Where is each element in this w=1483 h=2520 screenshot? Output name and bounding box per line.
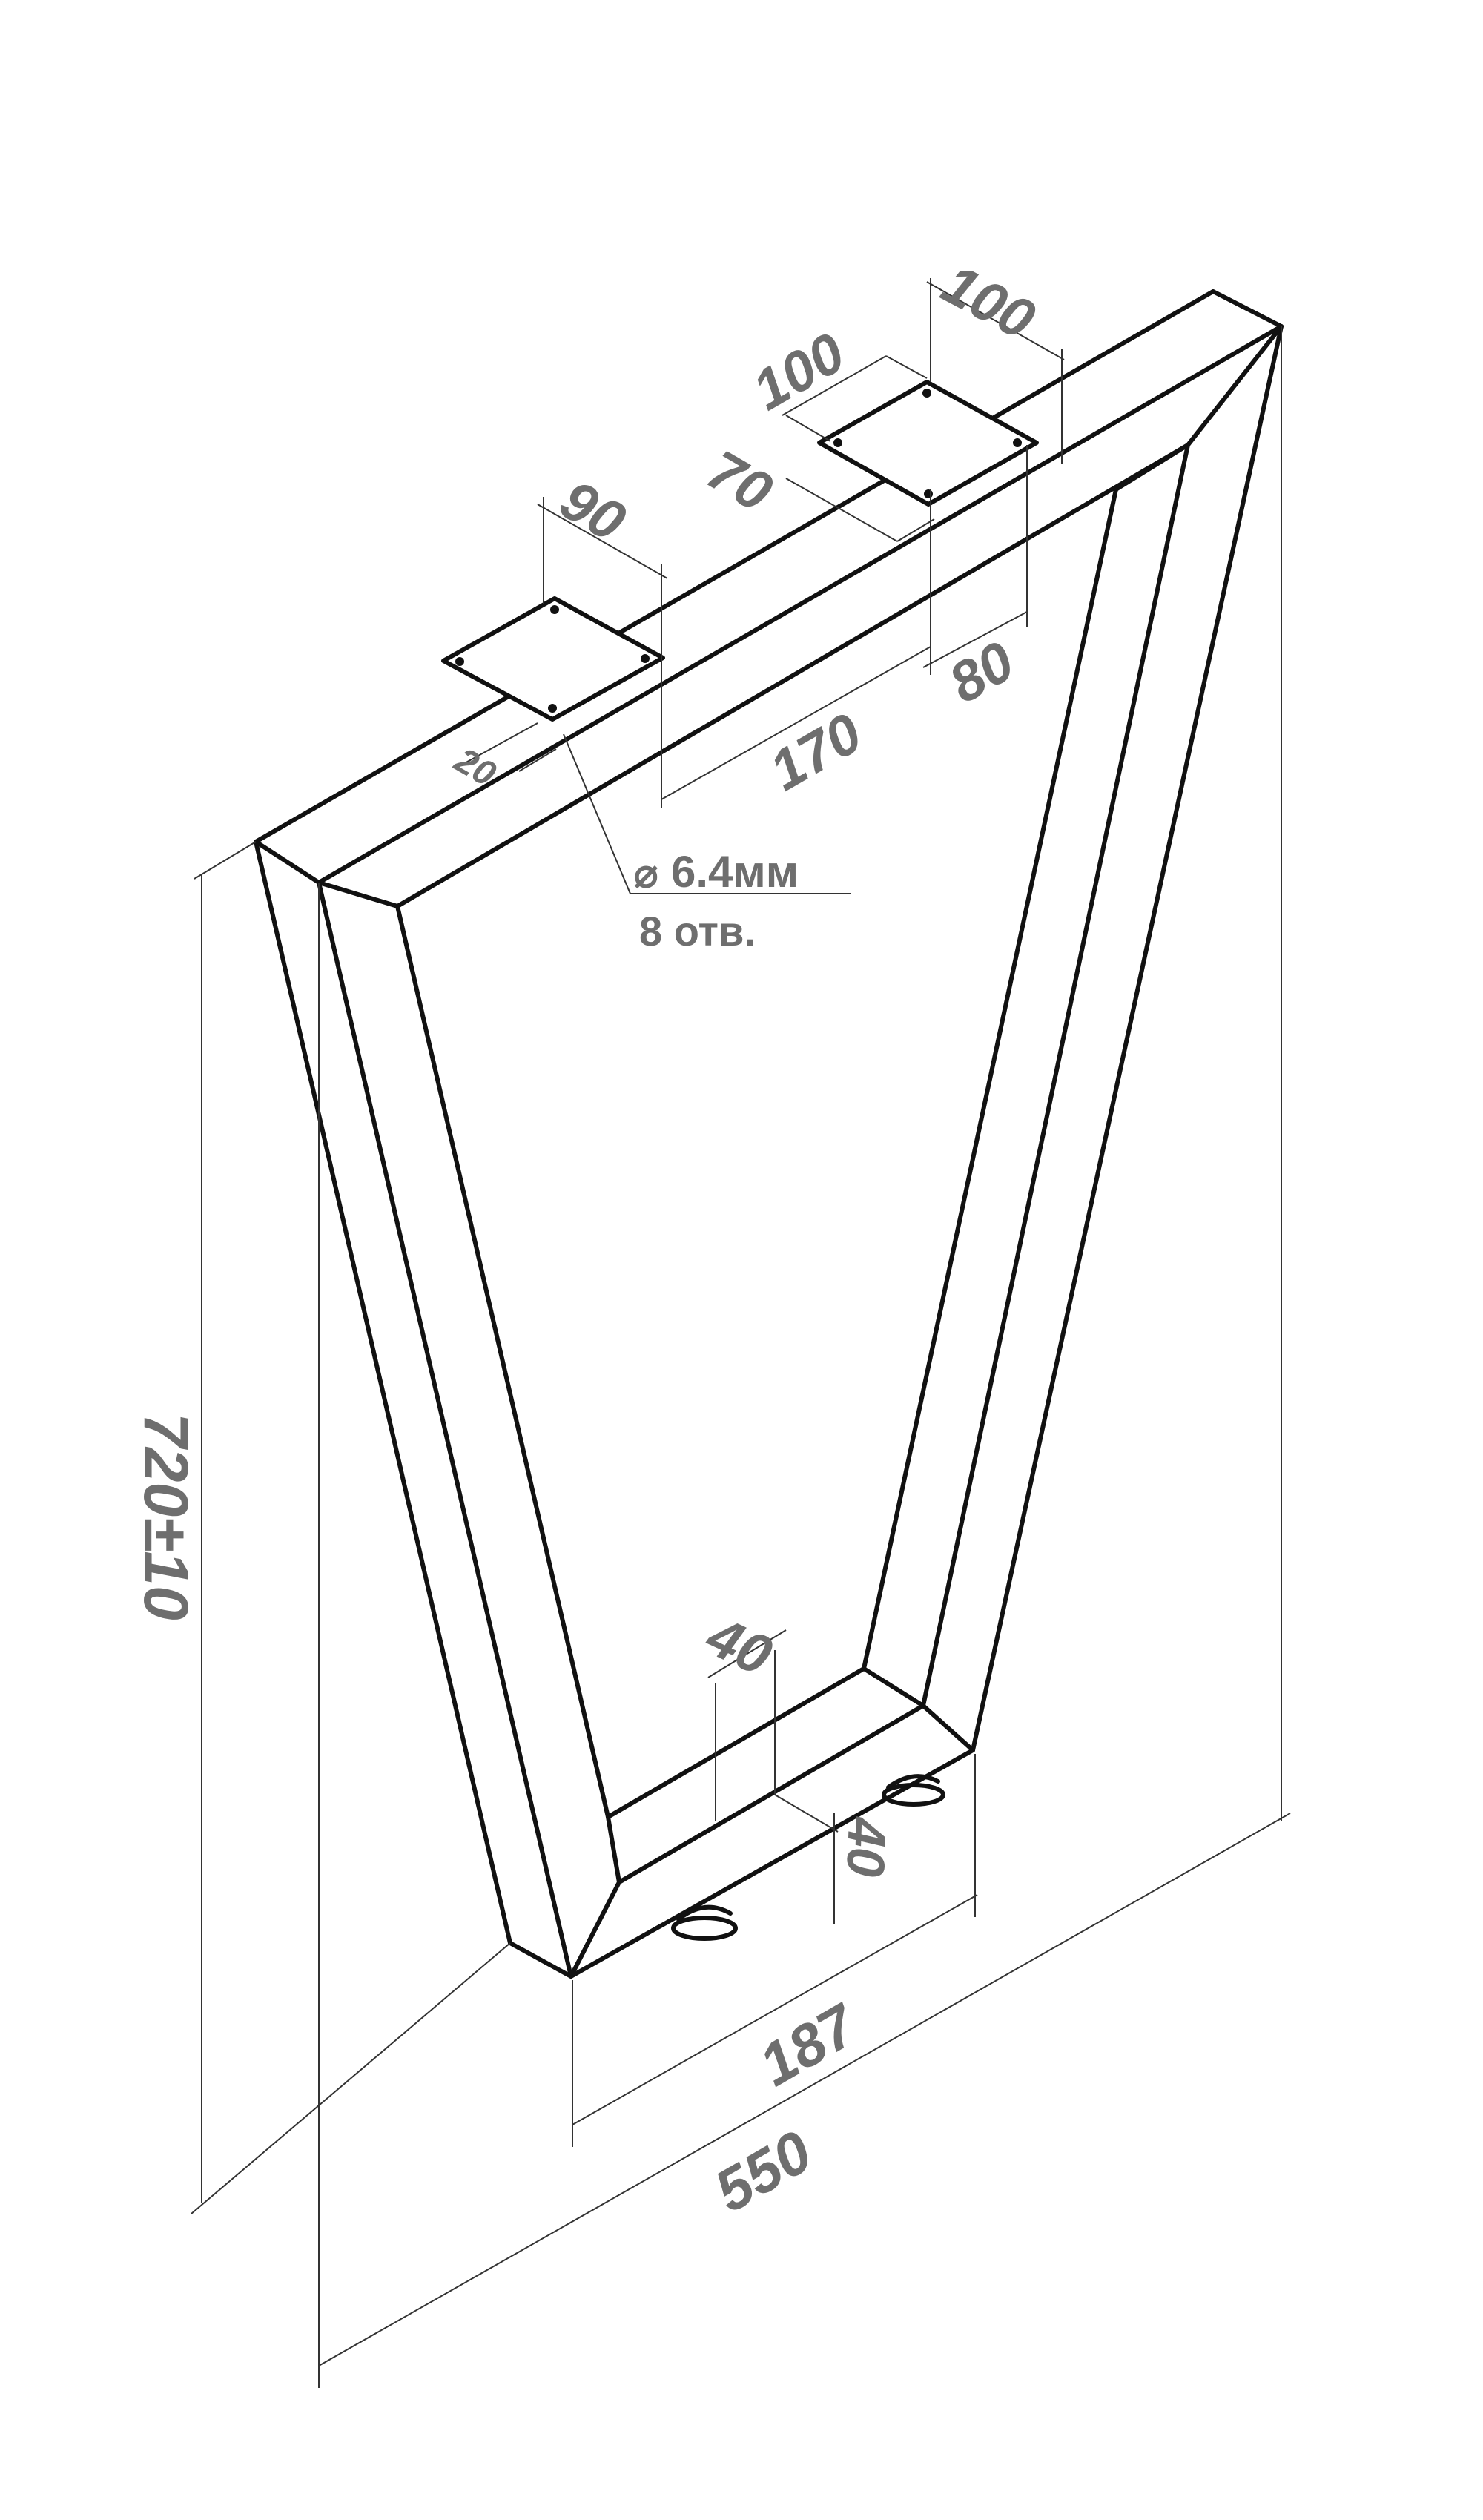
- leg-frame: [254, 289, 1284, 1979]
- diameter-icon: ⌀: [634, 851, 658, 896]
- dim-foot-height: 40: [835, 1815, 896, 1878]
- hole-diameter-label: 6.4мм: [671, 847, 799, 897]
- mounting-plate-left: [441, 596, 665, 722]
- dim-plate-offset: 170: [759, 702, 872, 803]
- dim-plate-right-depth: 100: [742, 321, 855, 423]
- hole-note: ⌀ 6.4мм 8 отв.: [634, 847, 799, 954]
- dim-plate-left-edge-offset: 20: [448, 740, 503, 794]
- dim-foot-width: 40: [696, 1604, 781, 1689]
- adjustable-feet: [671, 1774, 945, 1941]
- dim-height: 720±10: [131, 1413, 201, 1620]
- hole-count-label: 8 отв.: [639, 908, 756, 954]
- dim-top-width: 550: [704, 2118, 822, 2225]
- dimension-lines: [191, 278, 1291, 2388]
- dim-plate-right-offset: 80: [939, 630, 1025, 716]
- dim-plate-right-hole-spacing: 70: [697, 438, 783, 524]
- dim-plate-left-width: 90: [550, 468, 636, 554]
- dim-bottom-width: 187: [748, 1990, 869, 2099]
- dim-plate-right-width: 100: [932, 252, 1045, 352]
